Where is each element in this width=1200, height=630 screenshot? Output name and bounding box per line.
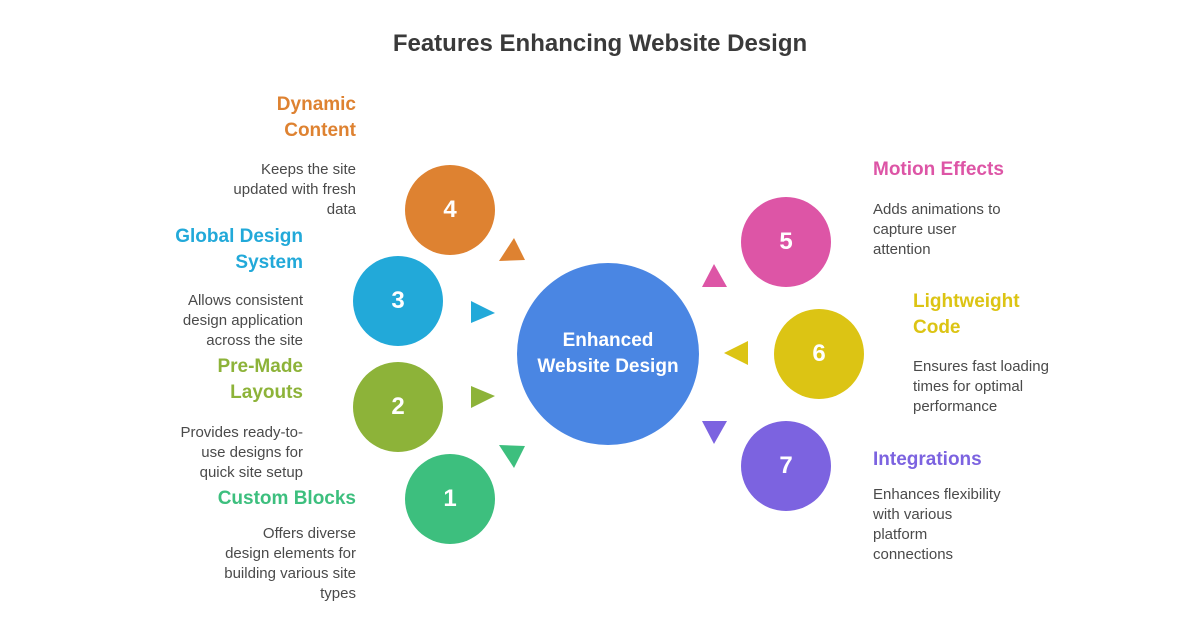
feature-2-description: Provides ready-to- use designs for quick… <box>103 423 303 483</box>
feature-3-desc-line: design application <box>182 312 303 329</box>
arrow-5 <box>702 264 727 287</box>
feature-1-desc-line: building various site <box>224 565 356 582</box>
feature-6-title-line1: Lightweight <box>913 291 1020 312</box>
feature-4-desc-line: data <box>326 201 356 218</box>
arrow-3 <box>471 301 495 323</box>
feature-1-title-line1: Custom Blocks <box>217 488 356 509</box>
feature-7-desc-line: platform <box>873 526 928 543</box>
feature-3-desc-line: across the site <box>206 332 303 349</box>
arrow-4 <box>499 238 525 261</box>
feature-2-title: Pre-Made Layouts <box>103 354 303 406</box>
feature-5-title: Motion Effects <box>873 157 1093 183</box>
hub-label-line1: Enhanced <box>562 330 654 351</box>
arrow-2 <box>471 386 495 408</box>
feature-2-title-line1: Pre-Made <box>217 356 303 377</box>
feature-7-circle: 7 <box>741 421 831 511</box>
feature-4-description: Keeps the site updated with fresh data <box>156 160 356 220</box>
feature-3-description: Allows consistent design application acr… <box>103 291 303 351</box>
feature-2-circle: 2 <box>353 362 443 452</box>
feature-3-desc-line: Allows consistent <box>187 292 303 309</box>
feature-7-description: Enhances flexibility with various platfo… <box>873 485 1093 565</box>
feature-7-title: Integrations <box>873 447 1093 473</box>
feature-2-desc-line: use designs for <box>201 444 303 461</box>
feature-2-title-line2: Layouts <box>230 382 303 403</box>
feature-1-desc-line: design elements for <box>225 545 356 562</box>
feature-7-title-line1: Integrations <box>873 449 982 470</box>
arrow-1 <box>499 445 525 468</box>
feature-4-title: Dynamic Content <box>156 92 356 144</box>
feature-6-circle: 6 <box>774 309 864 399</box>
arrow-6 <box>724 341 748 365</box>
feature-6-desc-line: performance <box>913 398 998 415</box>
feature-1-desc-line: Offers diverse <box>262 525 356 542</box>
feature-3-circle: 3 <box>353 256 443 346</box>
feature-5-description: Adds animations to capture user attentio… <box>873 200 1093 260</box>
feature-3-title-line2: System <box>235 252 303 273</box>
feature-5-desc-line: Adds animations to <box>873 201 1001 218</box>
diagram-title: Features Enhancing Website Design <box>392 30 808 57</box>
feature-4-title-line1: Dynamic <box>276 94 356 115</box>
feature-7-desc-line: Enhances flexibility <box>873 486 1001 503</box>
feature-3-title: Global Design System <box>103 224 303 276</box>
feature-6-desc-line: times for optimal <box>913 378 1024 395</box>
feature-4-circle: 4 <box>405 165 495 255</box>
feature-1-description: Offers diverse design elements for build… <box>156 524 356 604</box>
feature-1-circle: 1 <box>405 454 495 544</box>
feature-6-description: Ensures fast loading times for optimal p… <box>913 357 1133 417</box>
feature-6-title-line2: Code <box>913 317 961 338</box>
feature-7-desc-line: connections <box>873 546 954 563</box>
feature-5-desc-line: capture user <box>873 221 957 238</box>
feature-1-desc-line: types <box>320 585 356 602</box>
feature-5-title-line1: Motion Effects <box>873 159 1004 180</box>
feature-3-title-line1: Global Design <box>175 226 303 247</box>
feature-4-title-line2: Content <box>284 120 356 141</box>
feature-4-desc-line: Keeps the site <box>260 161 356 178</box>
feature-4-desc-line: updated with fresh <box>233 181 356 198</box>
arrow-7 <box>702 421 727 444</box>
feature-6-title: Lightweight Code <box>913 289 1133 341</box>
hub-label-line2: Website Design <box>537 356 679 377</box>
feature-6-desc-line: Ensures fast loading <box>913 358 1049 375</box>
feature-5-desc-line: attention <box>873 241 931 258</box>
feature-2-desc-line: quick site setup <box>199 464 303 481</box>
feature-2-desc-line: Provides ready-to- <box>180 424 303 441</box>
feature-7-desc-line: with various <box>873 506 953 523</box>
hub-circle: Enhanced Website Design <box>517 263 699 445</box>
feature-5-circle: 5 <box>741 197 831 287</box>
feature-1-title: Custom Blocks <box>156 486 356 512</box>
